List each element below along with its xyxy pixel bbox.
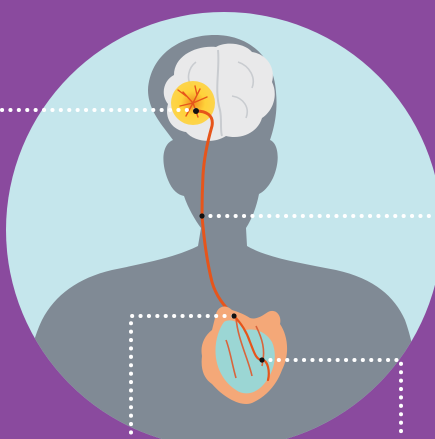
heart-lower-node — [259, 357, 264, 362]
brain-stimulation-glow — [171, 81, 215, 125]
heart-upper-node — [231, 313, 236, 318]
brain-node — [193, 108, 199, 114]
neck-node — [199, 213, 204, 218]
